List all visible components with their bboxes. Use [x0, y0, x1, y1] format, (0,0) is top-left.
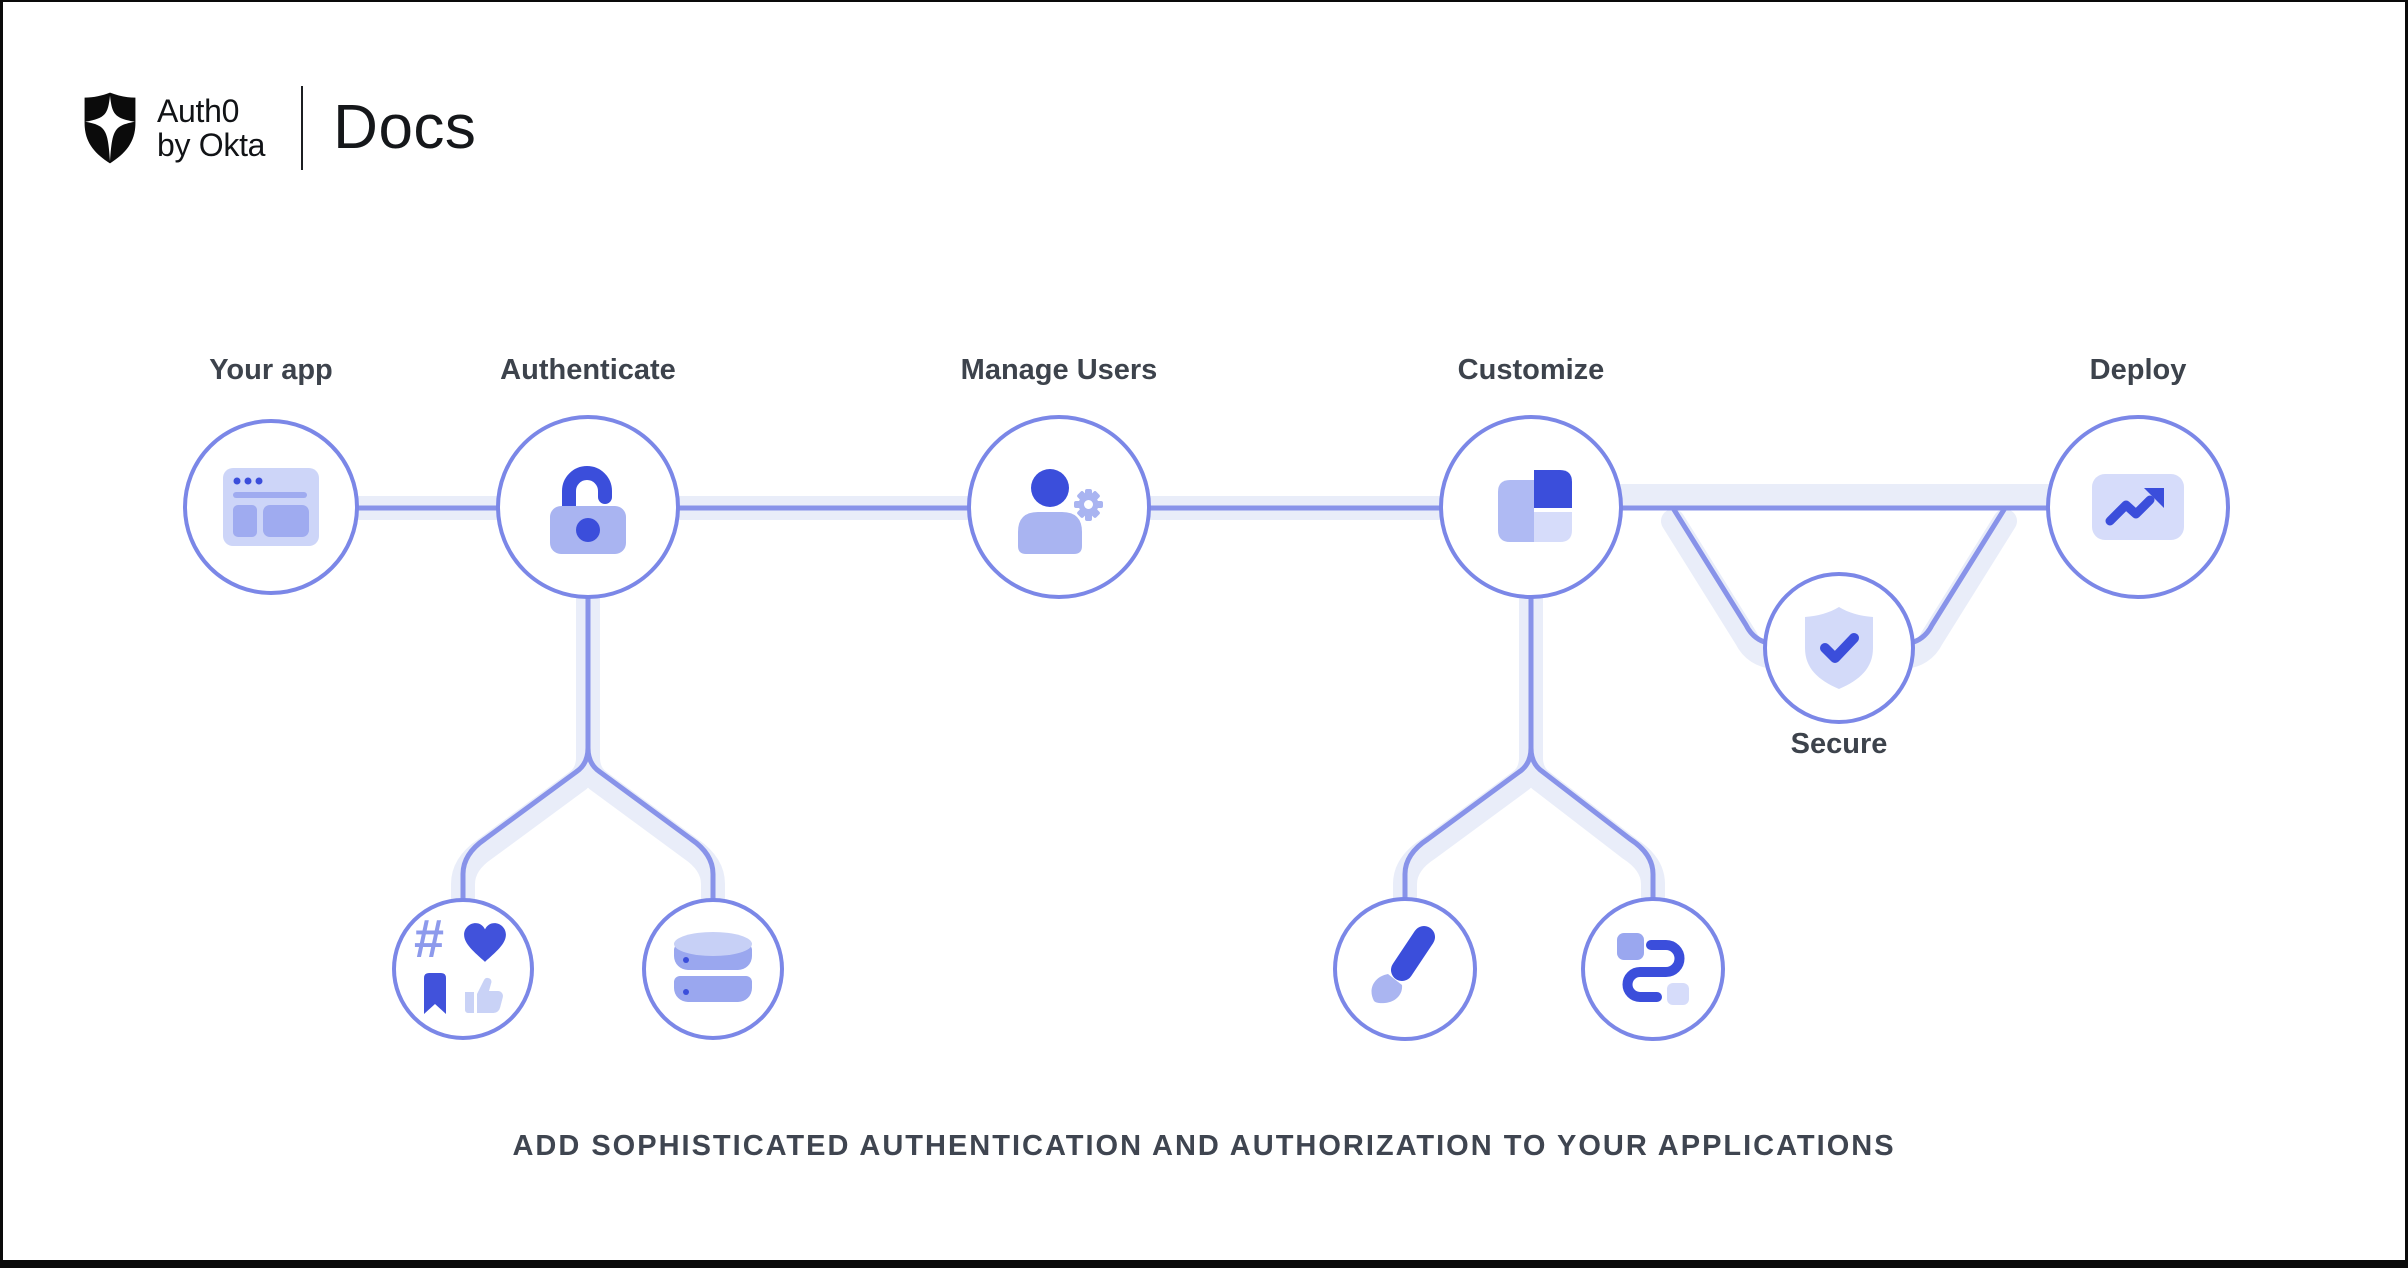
- user-gear-icon: [1018, 469, 1103, 554]
- flow-diagram: Your app Authenticate Manage Users Custo…: [3, 2, 2405, 1260]
- database-led: [683, 989, 689, 995]
- brand-line2: by Okta: [157, 127, 266, 163]
- page-tagline: ADD SOPHISTICATED AUTHENTICATION AND AUT…: [512, 1130, 1896, 1162]
- brand-wordmark: Auth0 by Okta: [157, 94, 265, 162]
- label-authenticate: Authenticate: [500, 354, 676, 386]
- shield-check-icon: [1805, 607, 1873, 689]
- hashtag-icon: #: [414, 909, 445, 969]
- social-connections-icon: #: [414, 909, 512, 1018]
- paintbrush-icon: [1371, 926, 1435, 1004]
- connector-lines: [259, 484, 2150, 991]
- logo-divider: [301, 86, 304, 170]
- node-manage-users[interactable]: [967, 415, 1151, 599]
- label-your-app: Your app: [209, 354, 333, 386]
- open-padlock-icon: [550, 466, 626, 554]
- brand-line1: Auth0: [157, 93, 240, 129]
- node-deploy[interactable]: [2046, 415, 2230, 599]
- docs-link[interactable]: Docs: [333, 93, 477, 162]
- database-top-ellipse: [674, 932, 752, 956]
- label-customize: Customize: [1457, 354, 1605, 386]
- flow-route-icon: [1617, 933, 1689, 1005]
- node-branding[interactable]: [1333, 897, 1477, 1041]
- trend-up-arrow: [2105, 488, 2164, 526]
- label-secure: Secure: [1790, 728, 1888, 760]
- node-database[interactable]: [642, 898, 784, 1040]
- label-manage-users: Manage Users: [960, 354, 1158, 386]
- thumbs-up-icon: [465, 977, 503, 1013]
- node-authenticate[interactable]: [496, 415, 680, 599]
- auth0-shield-icon: [84, 92, 136, 164]
- database-led: [683, 957, 689, 963]
- node-actions-flow[interactable]: [1581, 897, 1725, 1041]
- node-customize[interactable]: [1439, 415, 1623, 599]
- label-deploy: Deploy: [2089, 354, 2187, 386]
- gear-icon: [1074, 489, 1103, 521]
- header-logo[interactable]: Auth0 by Okta Docs: [79, 86, 476, 170]
- browser-window-icon: [223, 468, 319, 546]
- heart-icon: [464, 923, 506, 962]
- node-your-app[interactable]: [183, 419, 359, 595]
- layout-blocks-icon: [1498, 470, 1572, 542]
- trend-up-chart-icon: [2092, 474, 2184, 540]
- bookmark-icon: [424, 973, 446, 1014]
- node-social-connections[interactable]: #: [392, 898, 534, 1040]
- database-icon: [674, 932, 752, 1006]
- node-secure[interactable]: [1763, 572, 1915, 724]
- database-segment: [674, 976, 752, 1002]
